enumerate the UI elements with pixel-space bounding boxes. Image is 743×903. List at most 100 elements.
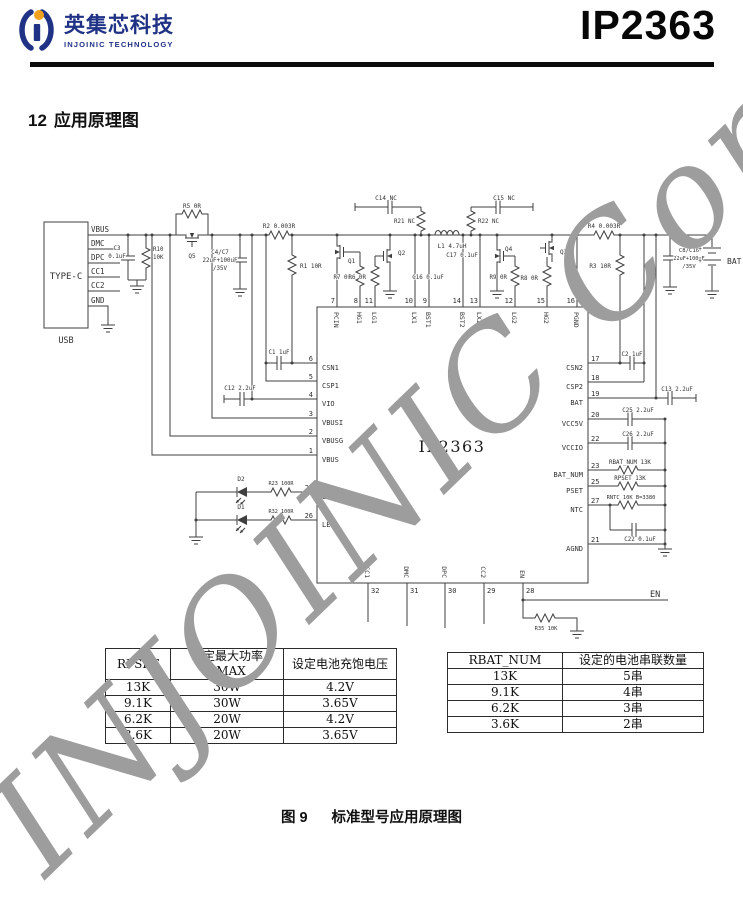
- label-batp2: +: [698, 258, 702, 265]
- pin-number: 14: [453, 297, 461, 305]
- ground-icon: [188, 533, 204, 545]
- pin-name: VCC5V: [562, 420, 584, 428]
- pin-name: LED1: [322, 521, 339, 529]
- label-c14: C14 NC: [375, 195, 397, 202]
- pin-name: HG2: [542, 312, 550, 324]
- pin-name: CSP2: [566, 383, 583, 391]
- junction-dot: [461, 233, 465, 237]
- typec-connector-body: [43, 221, 89, 329]
- table-header-cell: RPSET: [105, 648, 171, 680]
- label-rntc: RNTC 10K B=3380: [607, 495, 656, 501]
- table-cell: 3.6K: [105, 727, 171, 744]
- pin-name: VBUSG: [322, 437, 343, 445]
- page-header: 英集芯科技 INJOINIC TECHNOLOGY IP2363: [0, 0, 743, 60]
- junction-dot: [250, 397, 254, 401]
- resistor-symbol: [287, 251, 297, 279]
- pin-number: 1: [309, 447, 313, 455]
- capacitor-symbol: [236, 390, 248, 408]
- label-c47b: 22uF+100uF: [203, 258, 238, 264]
- resistor-symbol: [267, 515, 295, 525]
- pin-number: 32: [371, 587, 379, 595]
- pin-number: 24: [305, 484, 313, 492]
- ground-icon: [100, 321, 116, 333]
- pin-name: LG1: [370, 312, 378, 324]
- pin-name: BAT: [570, 399, 583, 407]
- pin-number: 7: [331, 297, 335, 305]
- junction-dot: [335, 233, 339, 237]
- net-label: VBUS: [91, 225, 110, 234]
- junction-dot: [388, 233, 392, 237]
- pin-number: 28: [526, 587, 534, 595]
- pin-number: 2: [309, 428, 313, 436]
- label-c15: C15 NC: [493, 195, 515, 202]
- pin-name: VIO: [322, 400, 335, 408]
- pin-name: CSN1: [322, 364, 339, 372]
- junction-dot: [290, 361, 294, 365]
- mosfet-symbol: [180, 229, 204, 248]
- label-r7: R7 0R: [334, 275, 352, 281]
- junction-dot: [663, 528, 667, 532]
- pin-name: VBUS: [322, 456, 339, 464]
- label-r6: R6 0R: [349, 275, 367, 281]
- capacitor-symbol: [628, 521, 640, 539]
- pin-name: CC2: [479, 566, 487, 578]
- table-cell: 6.2K: [447, 700, 563, 717]
- pin-number: 19: [591, 390, 599, 398]
- pin-number: 20: [591, 411, 599, 419]
- mosfet-symbol: [331, 240, 350, 264]
- part-number: IP2363: [580, 2, 716, 48]
- pin-number: 8: [354, 297, 358, 305]
- resistor-symbol: [614, 500, 642, 510]
- label-c13: C13 2.2uF: [661, 387, 693, 393]
- pin-number: 25: [591, 478, 599, 486]
- resistor-symbol: [614, 481, 642, 491]
- net-label: DMC: [91, 239, 105, 248]
- resistor-symbol: [141, 244, 151, 272]
- junction-dot: [290, 233, 294, 237]
- mosfet-symbol: [377, 244, 396, 268]
- table-cell: 4串: [562, 684, 704, 701]
- ground-icon: [657, 545, 673, 557]
- brand-name-en: INJOINIC TECHNOLOGY: [64, 40, 174, 49]
- resistor-symbol: [531, 613, 559, 623]
- junction-dot: [663, 417, 667, 421]
- pin-name: VCCIO: [562, 444, 583, 452]
- pin-name: EN: [518, 570, 526, 578]
- table-header-cell: 设定电池充饱电压: [283, 648, 397, 680]
- pin-name: BAT_NUM: [553, 471, 583, 479]
- label-d1: D1: [237, 504, 245, 511]
- table-cell: 5串: [562, 668, 704, 685]
- label-c47a: C4/C7: [211, 250, 229, 256]
- pin-name: PGND: [572, 312, 580, 328]
- resistor-symbol: [416, 207, 426, 235]
- label-c17: C17 0.1uF: [446, 253, 478, 259]
- pin-name: DMC: [402, 566, 410, 578]
- table-cell: 3.65V: [283, 695, 397, 712]
- junction-dot: [521, 598, 525, 602]
- pin-name: LED2: [322, 493, 339, 501]
- pin-number: 23: [591, 462, 599, 470]
- junction-dot: [668, 233, 672, 237]
- resistor-symbol: [466, 207, 476, 235]
- pin-number: 29: [487, 587, 495, 595]
- pin-number: 17: [591, 355, 599, 363]
- pin-number: 12: [505, 297, 513, 305]
- table-cell: 20W: [170, 727, 284, 744]
- label-r1: R1 10R: [300, 263, 322, 270]
- table-cell: 3.65V: [283, 727, 397, 744]
- pin-name: PSET: [566, 487, 584, 495]
- section-number: 12: [28, 111, 47, 130]
- net-label: GND: [91, 296, 105, 305]
- injoinic-logo-icon: [19, 9, 54, 51]
- junction-dot: [427, 233, 431, 237]
- table-header-cell: 设定的电池串联数量: [562, 652, 704, 669]
- ground-icon: [382, 287, 398, 299]
- junction-dot: [264, 233, 268, 237]
- label-c3a: C3: [114, 246, 121, 252]
- label-q3: Q3: [560, 249, 568, 256]
- label-c810b: 22uF+100uF: [673, 256, 704, 262]
